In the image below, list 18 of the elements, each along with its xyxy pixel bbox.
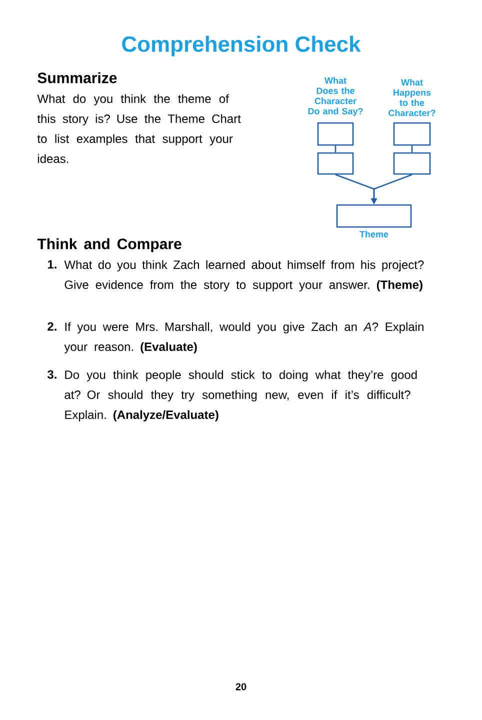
item-number: 2. bbox=[48, 322, 56, 331]
chart-box bbox=[317, 152, 354, 175]
column-heading: What Happens to the Character? bbox=[388, 78, 436, 116]
column-heading: Theme bbox=[360, 230, 388, 238]
chart-box bbox=[393, 152, 431, 175]
item-number: 3. bbox=[47, 370, 56, 379]
question-text: Do you think people should stick to doing what they’re good at? Or should they try something new, even if it’s difficult? Explain. (Analyze/Evaluate) bbox=[64, 370, 417, 422]
item-number: 1. bbox=[48, 260, 56, 268]
connector bbox=[334, 146, 336, 152]
column-heading: What Does the Character Do and Say? bbox=[308, 77, 363, 116]
heading: Summarize bbox=[38, 72, 117, 84]
connector bbox=[411, 146, 413, 152]
page-number: 20 bbox=[236, 683, 246, 690]
question-text: What do you think Zach learned about himself from his project? Give evidence from the story to support your answer. (Theme) bbox=[64, 260, 424, 292]
heading: Think and Compare bbox=[37, 238, 182, 252]
paragraph: What do you think the theme of this story is? Use the Theme Chart to list examples that support your ideas. bbox=[37, 94, 241, 163]
question-text: If you were Mrs. Marshall, would you give Zach an A? Explain your reason. (Evaluate) bbox=[64, 322, 424, 354]
title: Comprehension Check bbox=[122, 36, 361, 56]
